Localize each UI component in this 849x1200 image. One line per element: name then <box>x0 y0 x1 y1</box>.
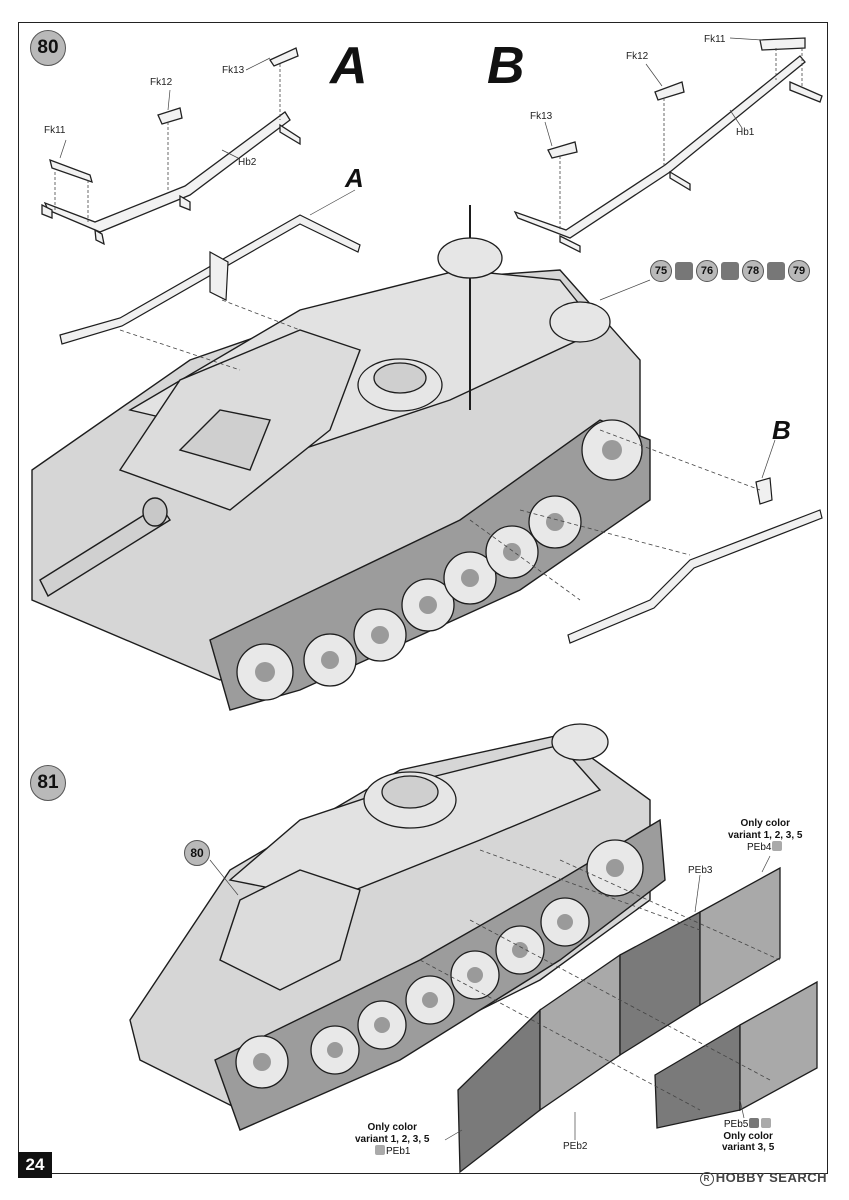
note-peb5-line2: variant 3, 5 <box>722 1142 775 1153</box>
label-a-fk13: Fk13 <box>222 65 245 76</box>
photo-etch-icon <box>375 1145 386 1155</box>
note-peb4-line1: Only color <box>740 818 790 829</box>
step-80-vehicle <box>31 205 651 711</box>
step-81-number: 81 <box>37 772 59 793</box>
variant-reference-row: 75 76 78 79 <box>650 260 810 282</box>
label-a-fk12: Fk12 <box>150 77 173 88</box>
side-skirt-plates <box>457 866 818 1174</box>
ref-badge-76: 76 <box>696 260 718 282</box>
step-80-badge: 80 <box>30 30 66 66</box>
detail-b-title: B <box>487 37 525 95</box>
label-b-fk13: Fk13 <box>530 111 553 122</box>
label-a-fk11: Fk11 <box>44 125 66 136</box>
note-peb1-line2: variant 1, 2, 3, 5 <box>355 1133 430 1145</box>
page-number: 24 <box>18 1152 52 1178</box>
ref-badge-79: 79 <box>788 260 810 282</box>
photo-etch-icon <box>749 1118 760 1128</box>
label-a-hb2: Hb2 <box>238 157 257 168</box>
ref-step-80-badge: 80 <box>184 840 210 866</box>
callout-b: B <box>772 415 791 445</box>
label-b-fk11: Fk11 <box>704 34 726 45</box>
step-80-number: 80 <box>37 37 59 58</box>
note-variant-peb1: Only color variant 1, 2, 3, 5 PEb1 <box>355 1122 430 1158</box>
decal-tool-icon <box>721 262 739 280</box>
decal-tool-icon <box>675 262 693 280</box>
label-peb2: PEb2 <box>563 1141 588 1152</box>
photo-etch-icon <box>761 1118 772 1128</box>
note-peb1-line1: Only color <box>367 1122 417 1133</box>
note-variant-peb4: Only color variant 1, 2, 3, 5 PEb4 <box>728 818 803 854</box>
label-peb3: PEb3 <box>688 865 713 876</box>
photo-etch-icon <box>772 841 783 851</box>
callout-a: A <box>345 163 364 193</box>
page-frame <box>18 22 828 1174</box>
note-peb1-part: PEb1 <box>386 1146 411 1157</box>
note-peb4-part: PEb4 <box>747 842 772 853</box>
note-variant-peb5: PEb5 Only color variant 3, 5 <box>722 1118 774 1154</box>
decal-tool-icon <box>767 262 785 280</box>
note-peb5-line1: Only color <box>723 1130 773 1142</box>
ref-badge-75: 75 <box>650 260 672 282</box>
detail-a-rail <box>41 47 301 246</box>
note-peb4-line2: variant 1, 2, 3, 5 <box>728 829 803 841</box>
watermark-mark: R <box>699 1172 714 1186</box>
ref-badge-78: 78 <box>742 260 764 282</box>
label-b-hb1: Hb1 <box>736 127 755 138</box>
label-b-fk12: Fk12 <box>626 51 649 62</box>
step-81-badge: 81 <box>30 765 66 801</box>
watermark-text: HOBBY SEARCH <box>715 1170 827 1185</box>
detail-a-title: A <box>330 37 368 95</box>
note-peb5-part: PEb5 <box>723 1119 749 1130</box>
detail-b-rail <box>513 37 823 254</box>
